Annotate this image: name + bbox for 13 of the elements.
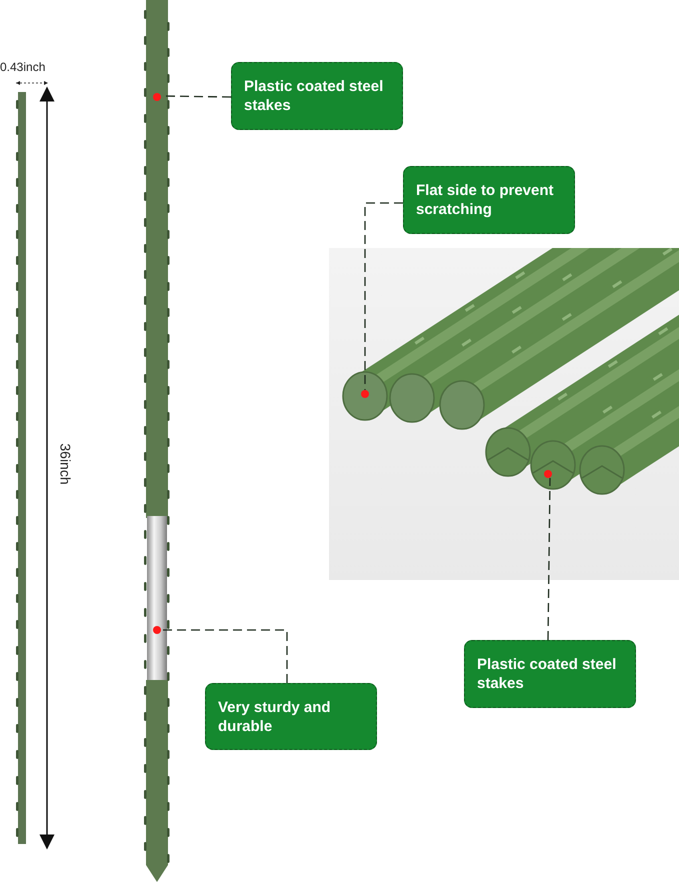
dimension-label: 36inch (58, 443, 74, 485)
callout-text: Plastic coated steel stakes (477, 655, 618, 693)
leader-line (364, 202, 403, 390)
leader-line (547, 478, 551, 640)
dimension-label: 0.43inch (0, 60, 46, 74)
callout-text: Flat side to prevent scratching (416, 181, 555, 219)
callout-box (464, 640, 636, 708)
leader-line (161, 629, 288, 683)
callout-box (231, 62, 403, 130)
callout-box (205, 683, 377, 750)
callout-box (403, 166, 575, 234)
callout-text: Plastic coated steel stakes (244, 77, 384, 115)
callout-text: Very sturdy and durable (218, 698, 332, 736)
